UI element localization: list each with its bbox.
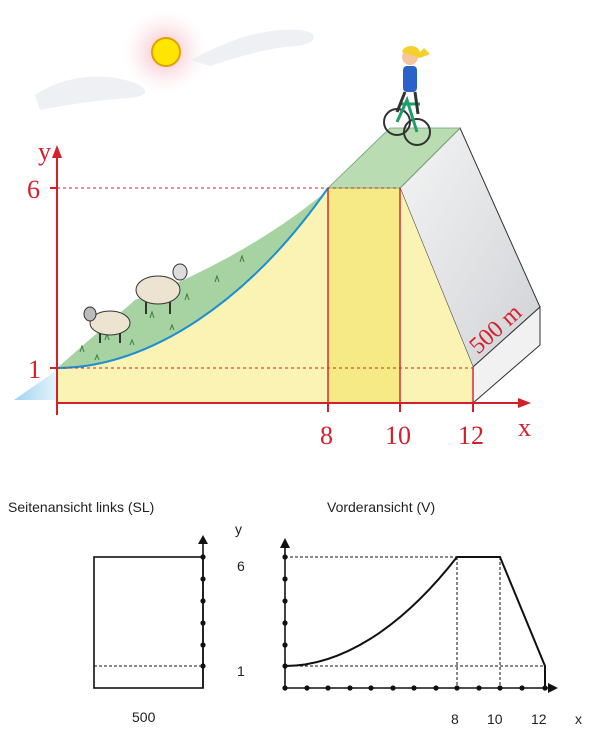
front-view-drawing	[280, 538, 558, 693]
front-x-tick-12: 12	[531, 711, 547, 727]
highlight-band	[328, 188, 400, 403]
cyclist-icon	[383, 46, 431, 146]
y-axis-label: y	[38, 137, 51, 166]
y-tick-1: 1	[28, 355, 41, 384]
y-tick-6: 6	[27, 175, 40, 204]
front-y-tick-1: 1	[237, 663, 245, 679]
front-x-axis-label: x	[575, 711, 582, 727]
front-x-tick-8: 8	[451, 711, 459, 727]
sheep-icon	[135, 263, 188, 314]
cloud	[190, 29, 314, 66]
x-tick-10: 10	[385, 421, 411, 450]
sheep-icon	[83, 306, 131, 343]
front-x-tick-10: 10	[487, 711, 503, 727]
x-tick-8: 8	[320, 421, 333, 450]
cloud	[35, 76, 146, 110]
sun-icon	[151, 37, 181, 67]
profile-curve	[56, 187, 329, 369]
sky-scene	[35, 10, 314, 110]
side-view-drawing	[93, 535, 208, 689]
ramp-front-face	[57, 188, 473, 403]
x-axis-label: x	[518, 413, 531, 442]
x-tick-12: 12	[458, 421, 484, 450]
side-view-title: Seitenansicht links (SL)	[8, 499, 154, 515]
front-y-axis-label: y	[235, 521, 242, 537]
water	[14, 370, 57, 400]
x-guides	[327, 188, 474, 403]
front-view-title: Vorderansicht (V)	[327, 499, 435, 515]
side-view-width-label: 500	[132, 709, 156, 725]
front-y-tick-6: 6	[237, 558, 245, 574]
illustration-axes	[50, 145, 531, 415]
